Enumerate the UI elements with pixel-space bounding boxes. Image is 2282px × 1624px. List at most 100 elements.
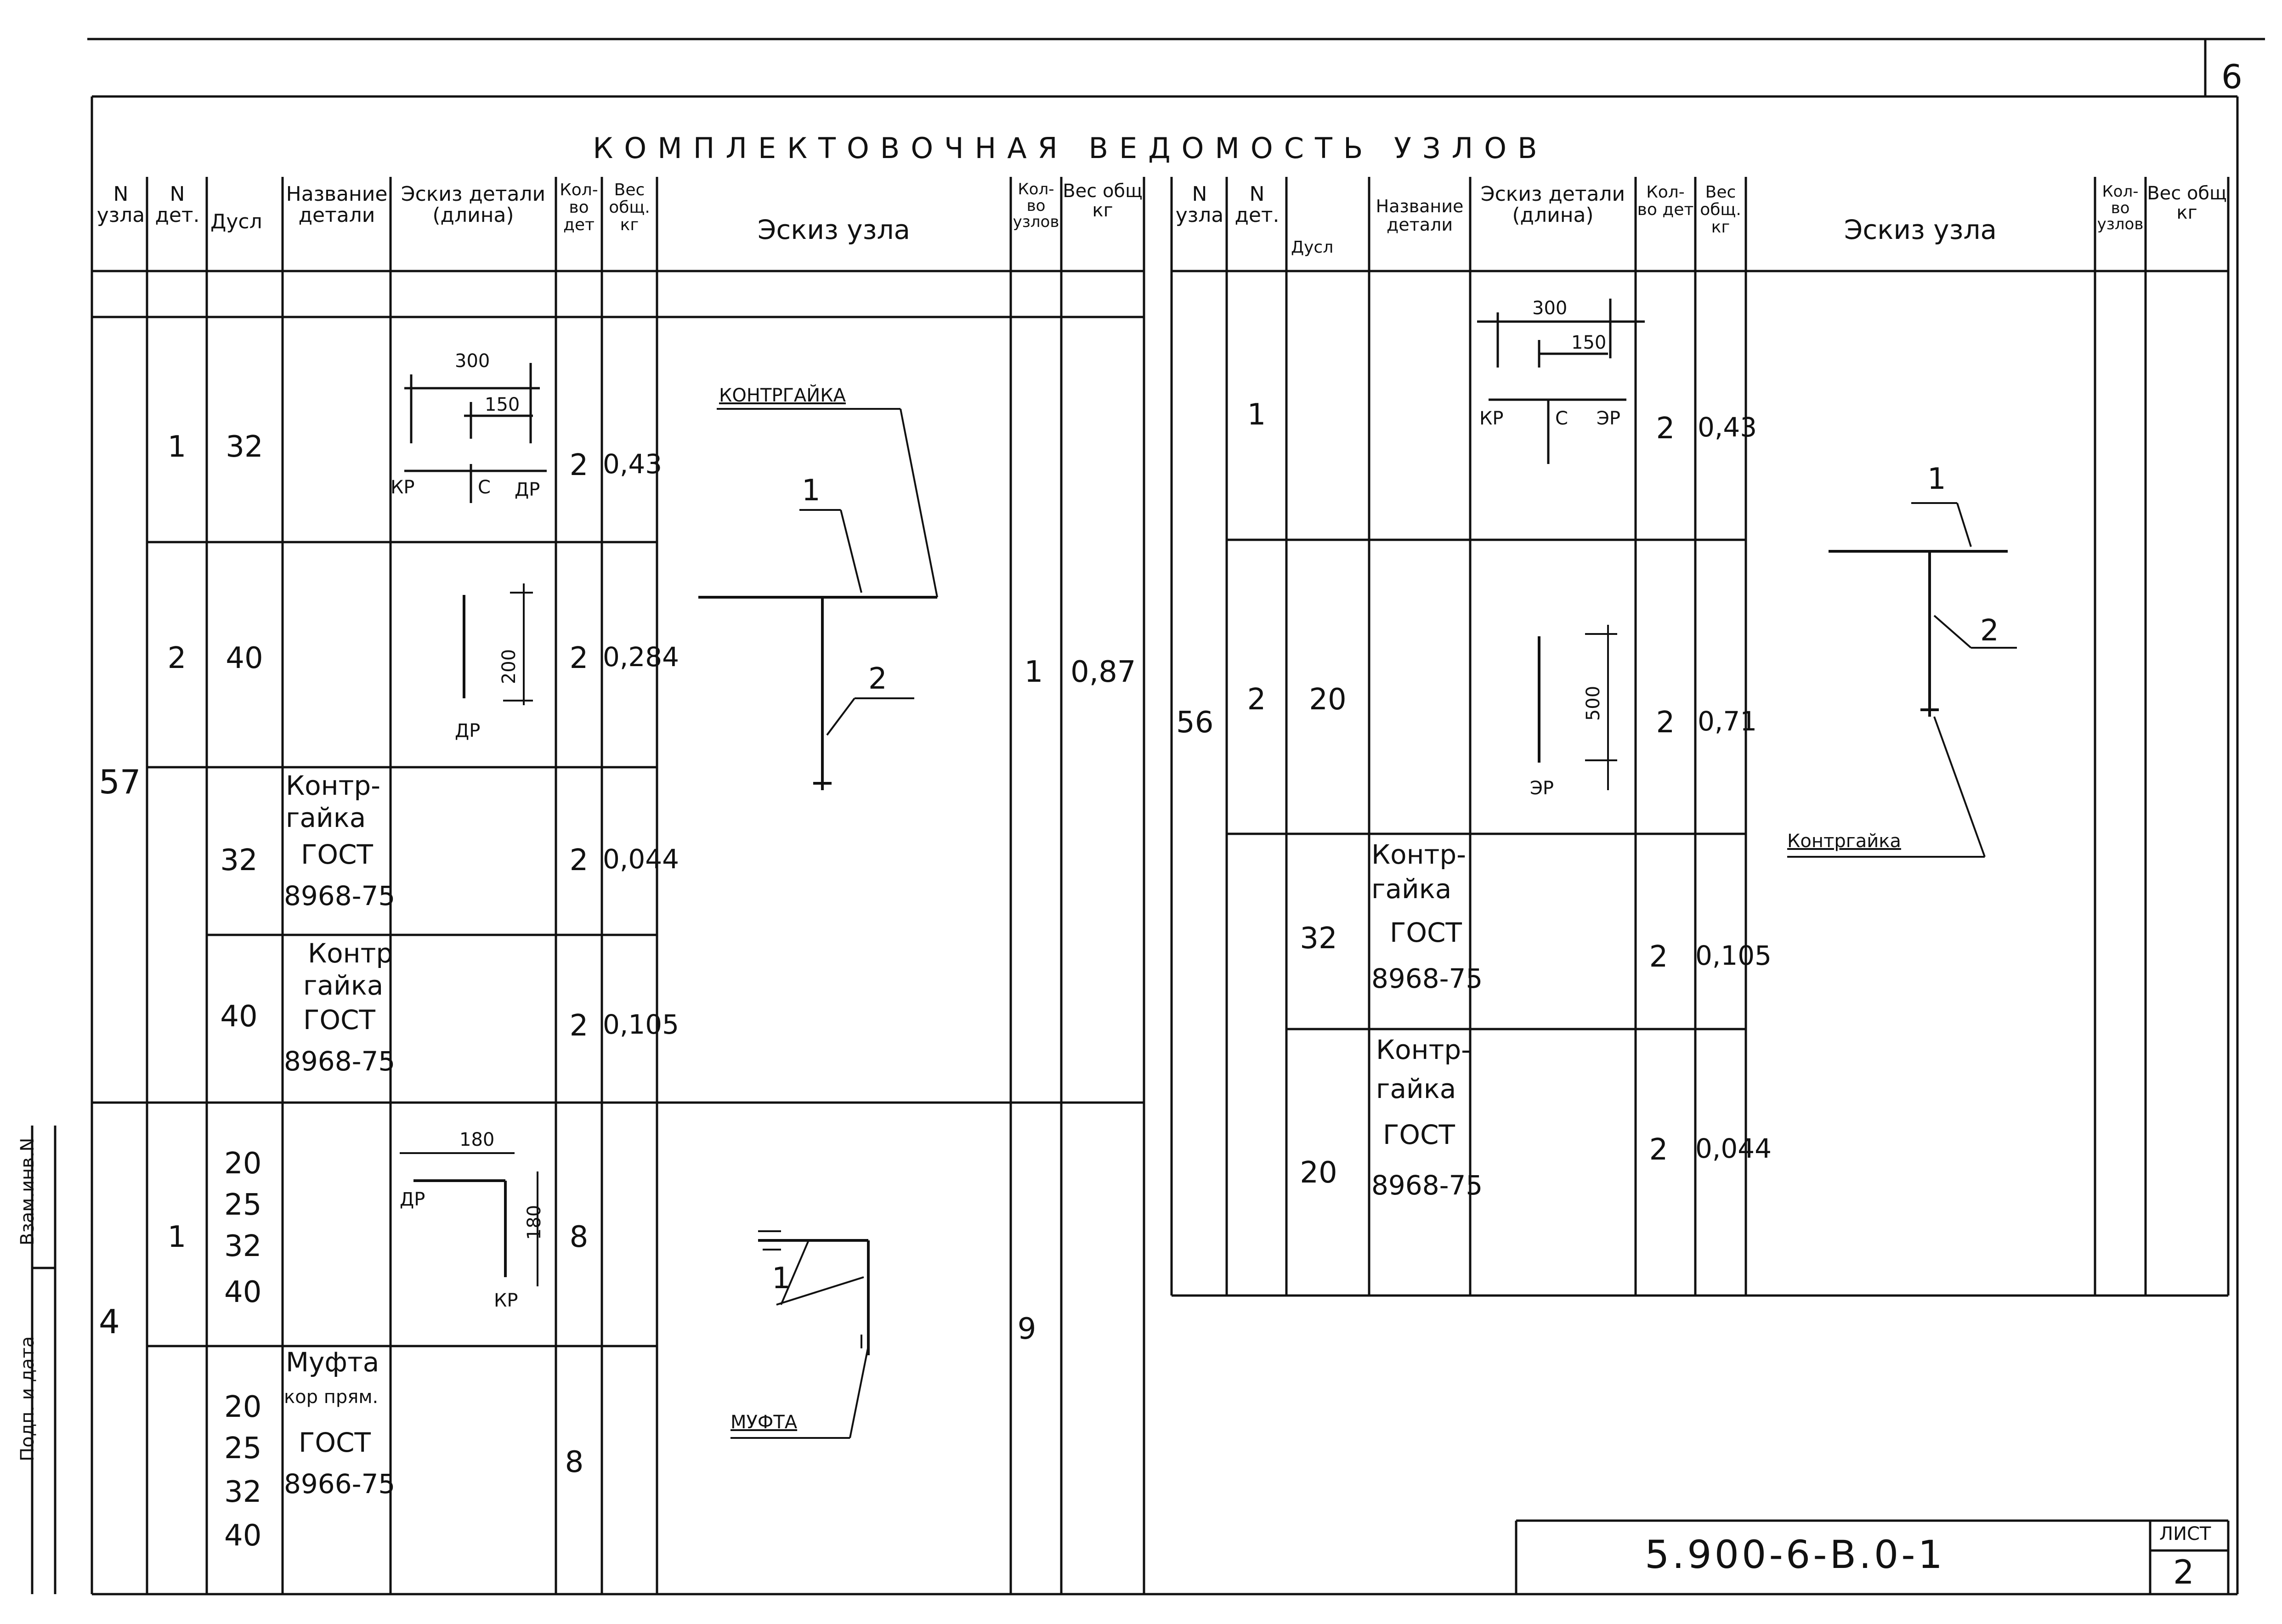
part-no: 2 (1247, 683, 1266, 717)
label-dp: ДР (400, 1189, 425, 1210)
part-name-line: ГОСТ (299, 1427, 371, 1458)
part2-sketch-56 (1538, 625, 1617, 790)
part-weight: 0,284 (603, 641, 680, 673)
part-qty: 2 (1656, 412, 1675, 446)
label-c: С (478, 477, 491, 498)
node-no-4: 4 (99, 1302, 120, 1341)
part2-sketch-57 (463, 583, 533, 705)
part-qty: 2 (1649, 1133, 1668, 1167)
dim-150: 150 (1571, 332, 1607, 353)
label-pos-1: 1 (1927, 462, 1946, 496)
label-kontrgaika: КОНТРГАЙКА (719, 385, 846, 406)
du-value: 40 (226, 641, 263, 675)
label-pos-1: 1 (772, 1262, 791, 1296)
part-name-line: ГОСТ (1383, 1119, 1455, 1150)
node-sketch-57 (698, 408, 938, 790)
node-sketch-56 (1787, 502, 2017, 858)
col-node-no: N узла (96, 182, 145, 227)
part-name-line: гайка (286, 802, 366, 833)
page-title: КОМПЛЕКТОВОЧНАЯ ВЕДОМОСТЬ УЗЛОВ (593, 131, 1548, 165)
du-value: 32 (220, 843, 258, 877)
sheet-number: 2 (2173, 1553, 2194, 1591)
col-node-qty: Кол-во узлов (1013, 180, 1059, 232)
part-qty: 2 (569, 843, 589, 877)
col-part-qty: Кол-во дет (1637, 183, 1694, 219)
col-node-qty: Кол-во узлов (2097, 182, 2144, 234)
part-qty: 8 (569, 1220, 589, 1254)
col-node-sketch: Эскиз узла (757, 214, 911, 245)
part-no: 2 (167, 641, 187, 675)
label-dp: ДР (515, 479, 540, 500)
node-weight: 0,87 (1070, 655, 1136, 689)
part-name-line: ГОСТ (301, 839, 373, 870)
part-weight: 0,43 (603, 448, 663, 480)
part-name-line: гайка (303, 970, 384, 1001)
dim-180-vert: 180 (524, 1205, 545, 1240)
du-value: 32 (1300, 922, 1337, 956)
label-kp: КР (494, 1290, 518, 1311)
part-name-line: 8968-75 (284, 1046, 396, 1077)
sheet-number-top: 6 (2221, 57, 2242, 96)
label-dp: ДР (455, 720, 481, 741)
part-name-line: Контр- (1371, 839, 1467, 870)
part-name-line: ГОСТ (1390, 917, 1462, 948)
side-stamp-inv: Взам.инв.N (17, 1137, 38, 1245)
part-weight: 0,105 (603, 1009, 680, 1040)
part-qty: 2 (569, 641, 589, 675)
col-part-name: Название детали (1376, 196, 1464, 235)
col-part-sketch: Эскиз детали (длина) (401, 182, 546, 227)
du-value: 25 (224, 1188, 262, 1222)
du-value: 20 (1300, 1156, 1337, 1190)
part-name-line: ГОСТ (303, 1004, 375, 1036)
part-name-line: 8968-75 (1371, 1170, 1483, 1201)
label-c: С (1555, 408, 1568, 429)
part-name-line: Контр (308, 938, 393, 969)
du-value: 20 (224, 1390, 262, 1424)
du-value: 32 (226, 430, 263, 464)
part-weight: 0,105 (1695, 940, 1772, 971)
part1-sketch-57 (404, 363, 547, 503)
label-mufta: МУФТА (730, 1412, 798, 1433)
node-sketch-4 (730, 1230, 870, 1439)
col-weight: Вес общ. кг (609, 181, 650, 234)
side-stamp-sign-date: Подп. и дата (17, 1336, 38, 1461)
label-pos-1: 1 (802, 474, 821, 508)
part-name-line: гайка (1376, 1073, 1456, 1104)
label-dp: ЭР (1597, 408, 1621, 429)
col-node-no: N узла (1175, 182, 1224, 227)
part-name-line: Контр- (286, 770, 381, 801)
dim-300: 300 (455, 351, 490, 372)
col-node-weight: Вес общ кг (2147, 183, 2227, 223)
sheet-label: ЛИСТ (2159, 1523, 2211, 1545)
du-value: 40 (220, 1000, 258, 1034)
dim-180: 180 (459, 1129, 495, 1150)
node-no-56: 56 (1176, 706, 1214, 740)
part1-sketch-56 (1477, 299, 1645, 464)
part-name-line: Муфта (286, 1347, 379, 1378)
col-weight: Вес общ. кг (1700, 183, 1741, 237)
drawing-code: 5.900-6-В.0-1 (1645, 1532, 1946, 1577)
part-qty: 2 (569, 448, 589, 482)
part-no: 1 (167, 430, 187, 464)
part-qty: 2 (1656, 706, 1675, 740)
label-pos-2: 2 (1980, 614, 1999, 648)
node-qty: 9 (1017, 1312, 1036, 1346)
part-weight: 0,43 (1698, 412, 1757, 443)
col-node-weight: Вес общ кг (1063, 181, 1143, 221)
col-part-no: N дет. (1234, 182, 1280, 227)
label-kp: КР (1479, 408, 1504, 429)
part-name-line: кор прям. (284, 1386, 379, 1408)
part1-sketch-4 (400, 1152, 538, 1286)
dim-300: 300 (1532, 298, 1568, 319)
part-no: 1 (167, 1220, 187, 1254)
du-value: 20 (1309, 683, 1347, 717)
label-dp: ЭР (1530, 778, 1554, 799)
col-part-no: N дет. (155, 182, 200, 227)
du-value: 40 (224, 1275, 262, 1309)
part-name-line: гайка (1371, 873, 1452, 905)
du-value: 32 (224, 1475, 262, 1509)
dim-500: 500 (1583, 685, 1604, 721)
part-name-line: 8966-75 (284, 1468, 396, 1500)
part-qty: 8 (565, 1445, 584, 1479)
